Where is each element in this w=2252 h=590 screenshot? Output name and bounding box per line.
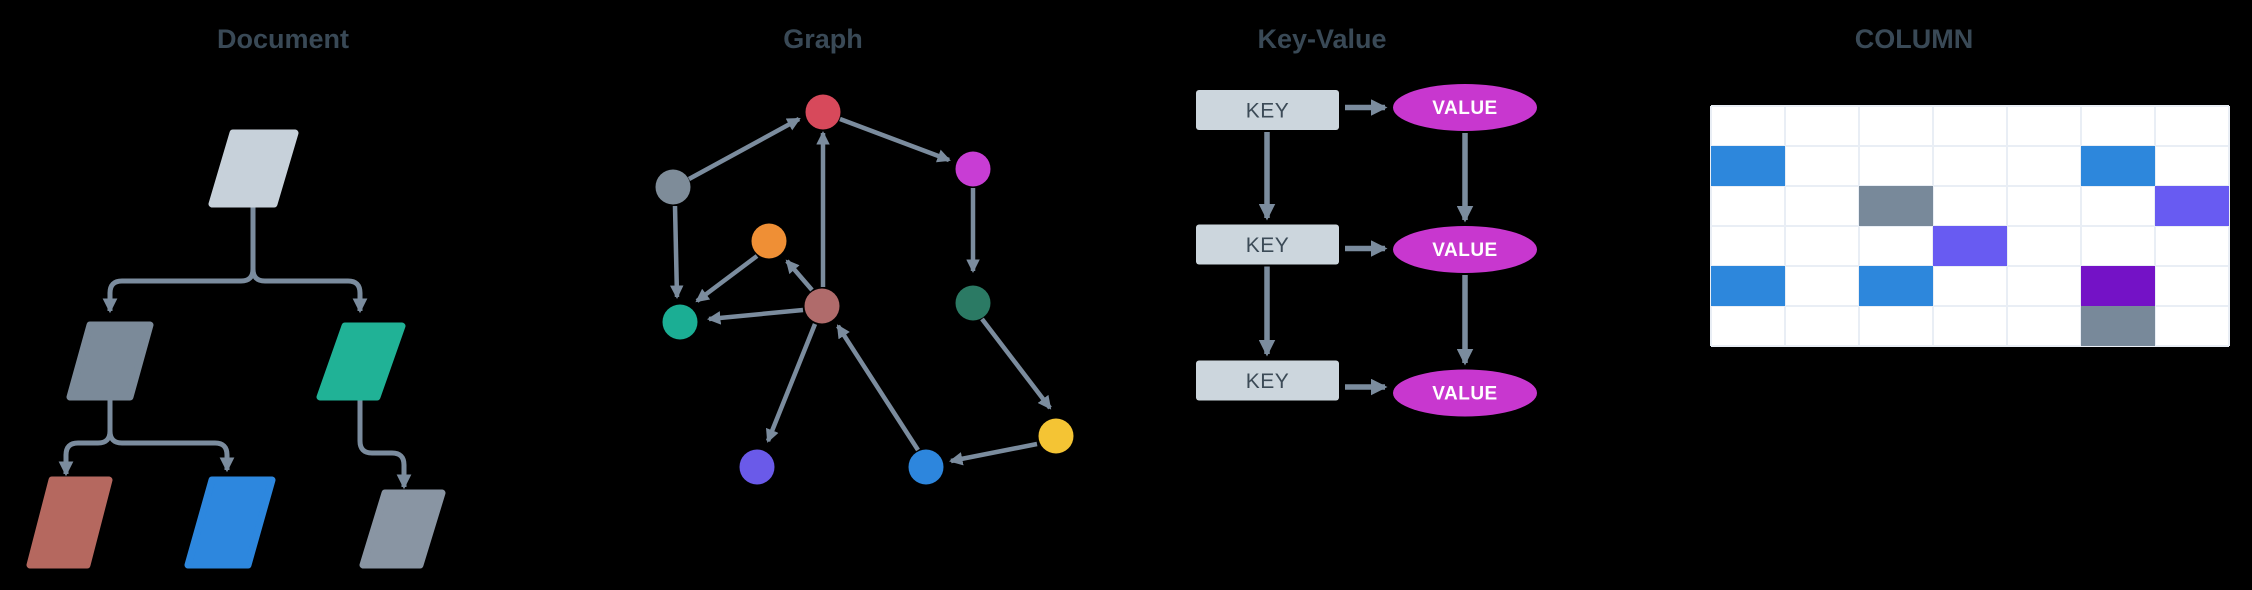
doc-leaf-red <box>26 476 113 569</box>
node-blue <box>908 449 944 485</box>
panel-document: Document <box>26 24 446 569</box>
doc-connector-2 <box>58 397 113 477</box>
grid-cell-r2-c2 <box>1859 186 1933 226</box>
edge-rose-orange <box>785 259 814 292</box>
node-yellow <box>1038 418 1074 454</box>
edge-gray-teal <box>669 205 684 300</box>
grid-cell-r4-c2 <box>1859 266 1933 306</box>
edge-rose-teal <box>706 307 804 325</box>
doc-connector-4 <box>357 397 412 490</box>
kv-key-label-2: KEY <box>1246 370 1290 393</box>
grid-cell-r1-c5 <box>2081 146 2155 186</box>
node-rose <box>804 288 840 324</box>
panel-graph: Graph <box>655 24 1074 485</box>
document-title: Document <box>217 24 349 54</box>
edge-yellow-blue <box>949 441 1038 466</box>
panel-column: COLUMN <box>1710 24 2230 347</box>
kv-value-label-1: VALUE <box>1432 240 1497 261</box>
doc-connector-0 <box>102 204 256 314</box>
grid-cell-r3-c3 <box>1933 226 2007 266</box>
doc-connector-1 <box>250 204 368 314</box>
doc-connector-3 <box>107 397 235 473</box>
kv-value-ellipse-1 <box>1393 226 1537 273</box>
kv-key-label-0: KEY <box>1246 99 1290 122</box>
node-teal <box>662 304 698 340</box>
edge-red-magenta <box>839 116 951 163</box>
node-red <box>805 94 841 130</box>
grid-cell-r4-c5 <box>2081 266 2155 306</box>
edge-gray-red <box>687 117 801 181</box>
kv-key-box-0 <box>1196 90 1339 130</box>
kv-value-label-0: VALUE <box>1432 98 1497 119</box>
doc-leaf-gray <box>359 489 446 569</box>
grid-cell-r5-c5 <box>2081 306 2155 346</box>
doc-root <box>208 129 299 208</box>
key-value-title: Key-Value <box>1257 24 1386 54</box>
node-magenta <box>955 151 991 187</box>
node-green <box>955 285 991 321</box>
edge-green-yellow <box>980 317 1052 410</box>
node-purple <box>739 449 775 485</box>
column-title: COLUMN <box>1855 24 1973 54</box>
kv-value-ellipse-2 <box>1393 369 1537 417</box>
kv-key-box-2 <box>1196 360 1339 401</box>
doc-leaf-blue <box>184 476 276 569</box>
grid-cell-r4-c0 <box>1711 266 1785 306</box>
edge-orange-teal <box>695 254 759 303</box>
node-gray <box>655 169 691 205</box>
graph-title: Graph <box>783 24 863 54</box>
kv-value-label-2: VALUE <box>1432 384 1497 405</box>
grid-cell-r2-c6 <box>2155 186 2229 226</box>
doc-child-teal <box>316 322 406 401</box>
kv-key-box-1 <box>1196 224 1339 265</box>
kv-value-ellipse-0 <box>1393 84 1537 131</box>
doc-child-gray <box>66 321 154 401</box>
node-orange <box>751 223 787 259</box>
edge-rose-purple <box>765 323 818 443</box>
kv-key-label-1: KEY <box>1246 234 1290 257</box>
edge-blue-rose <box>836 324 920 452</box>
grid-cell-r1-c0 <box>1711 146 1785 186</box>
